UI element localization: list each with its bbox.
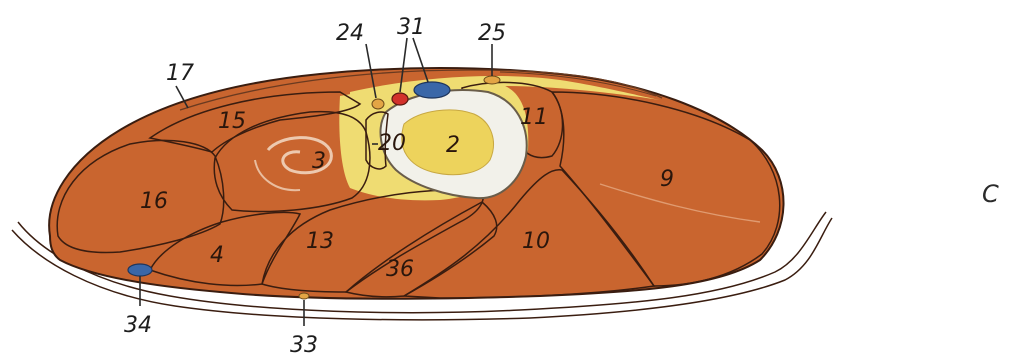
label-10: 10 <box>522 229 550 254</box>
artery-31 <box>391 92 409 106</box>
panel-label: C <box>982 180 999 208</box>
leader-17 <box>175 85 189 109</box>
label-34: 34 <box>124 313 152 338</box>
fascia-lata-line-2 <box>499 71 657 97</box>
vein-34 <box>127 263 153 277</box>
muscle-36 <box>344 201 498 298</box>
muscle-9 <box>550 91 781 287</box>
label-36: 36 <box>386 257 414 282</box>
muscle-15 <box>148 91 362 153</box>
muscle-4 <box>148 211 302 287</box>
label-33: 33 <box>290 333 318 358</box>
label-17: 17 <box>166 61 194 86</box>
label-15: 15 <box>218 109 246 134</box>
muscle-9-fascia-line <box>599 183 761 223</box>
femur-marrow <box>401 109 494 176</box>
skin-inner-line <box>11 217 833 321</box>
label-2: 2 <box>446 133 460 158</box>
label-16: 16 <box>140 189 168 214</box>
nerve-33 <box>298 292 310 300</box>
nerve-24 <box>371 98 385 110</box>
muscle-16 <box>56 139 225 254</box>
label-4: 4 <box>210 243 224 268</box>
label-9: 9 <box>660 167 674 192</box>
muscle-3 <box>213 110 371 213</box>
skin-outer-line <box>17 211 827 314</box>
leader-31b <box>412 37 429 83</box>
leader-31a <box>399 37 408 93</box>
label-13: 13 <box>306 229 334 254</box>
label-3: 3 <box>312 149 326 174</box>
muscle-3-tendon-swirl-2 <box>254 159 301 192</box>
muscle-20 <box>365 111 389 170</box>
label-24: 24 <box>336 21 364 46</box>
vein-31 <box>413 81 451 99</box>
muscle-3-tendon-swirl <box>266 136 333 175</box>
label-20: 20 <box>378 131 406 156</box>
leader-24 <box>365 43 377 99</box>
nerve-25 <box>483 75 501 85</box>
fascia-lata-line <box>179 69 663 111</box>
label-31: 31 <box>397 15 425 40</box>
label-25: 25 <box>478 21 506 46</box>
label-11: 11 <box>520 105 548 130</box>
